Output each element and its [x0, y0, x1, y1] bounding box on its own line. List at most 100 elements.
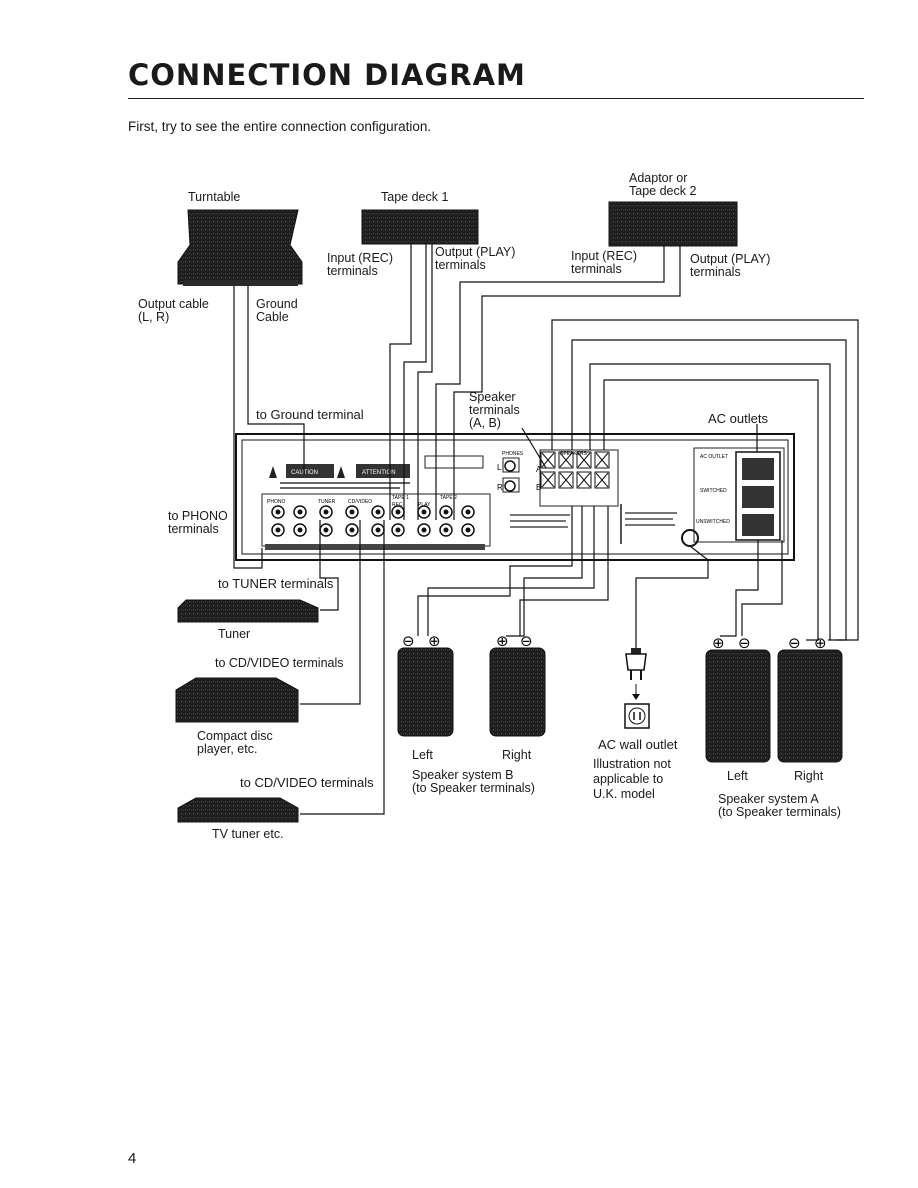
- compact-disc-label: Compact disc player, etc.: [197, 730, 273, 756]
- output-play-1-line1: Output (PLAY): [435, 245, 516, 259]
- panel-l-mark: L: [497, 463, 502, 472]
- right-b-label: Right: [502, 748, 532, 762]
- rca-jack-center: [349, 509, 355, 515]
- speaker-b-left: [397, 647, 454, 737]
- speaker-b-right-plus: ⊕: [496, 632, 509, 650]
- panel-tape2-mark: TAPE 2: [440, 495, 457, 501]
- ac-outlets-label: AC outlets: [708, 411, 768, 426]
- speaker-a-left: [705, 649, 771, 763]
- rca-jack-center: [375, 509, 381, 515]
- connection-wires: [233, 244, 859, 815]
- speaker-terminals-line2: terminals: [469, 403, 520, 417]
- speaker-system-a-label: Speaker system A (to Speaker terminals): [718, 793, 841, 819]
- rca-jack-center: [465, 509, 471, 515]
- output-play-1-line2: terminals: [435, 258, 486, 272]
- rca-jack-center: [349, 527, 355, 533]
- panel-phono-mark: PHONO: [267, 499, 285, 505]
- panel-speakers-mark: SPEAKERS: [560, 451, 588, 457]
- ac-plug: [625, 648, 647, 700]
- speaker-system-a-line1: Speaker system A: [718, 792, 819, 806]
- adaptor-label: Adaptor or Tape deck 2: [629, 172, 696, 198]
- ground-cable-label: Ground Cable: [256, 298, 298, 324]
- panel-unswitched-mark: UNSWITCHED: [696, 519, 730, 525]
- input-rec-2-label: Input (REC) terminals: [571, 250, 637, 276]
- panel-tuner-mark: TUNER: [318, 499, 336, 505]
- panel-cd-video-mark: CD/VIDEO: [348, 499, 372, 505]
- to-tuner-terminals-label: to TUNER terminals: [218, 576, 334, 591]
- rca-jack-center: [323, 509, 329, 515]
- to-phono-label: to PHONO terminals: [168, 510, 228, 536]
- speaker-terminal-mark: [559, 472, 573, 488]
- rca-jack-center: [323, 527, 329, 533]
- tape-deck-1-device: [361, 209, 479, 245]
- rca-jack-center: [421, 527, 427, 533]
- speaker-terminal-mark: [595, 452, 609, 468]
- ground-cable-line1: Ground: [256, 297, 298, 311]
- speaker-system-a-line2: (to Speaker terminals): [718, 805, 841, 819]
- speaker-system-b-line1: Speaker system B: [412, 768, 514, 782]
- speaker-terminal-mark: [577, 452, 591, 468]
- panel-rec-mark: REC: [392, 502, 403, 508]
- rca-jack-center: [395, 509, 401, 515]
- speaker-b-right-minus: ⊖: [520, 632, 533, 650]
- tape-deck-2-device: [608, 201, 738, 247]
- panel-a-mark: A: [536, 465, 542, 474]
- rca-jack-center: [375, 527, 381, 533]
- input-rec-2-line2: terminals: [571, 262, 622, 276]
- output-play-2-label: Output (PLAY) terminals: [690, 253, 770, 279]
- panel-jacks: [271, 505, 475, 537]
- speaker-a-right: [777, 649, 843, 763]
- speaker-b-left-minus: ⊖: [402, 632, 415, 650]
- speaker-terminal-mark: [541, 472, 555, 488]
- speaker-terminals-label: Speaker terminals (A, B): [469, 391, 520, 430]
- compact-disc-device: [175, 677, 299, 723]
- rca-jack-center: [275, 527, 281, 533]
- rca-jack-center: [275, 509, 281, 515]
- speaker-terminal-mark: [559, 452, 573, 468]
- speaker-b-right: [489, 647, 546, 737]
- panel-switched-mark: SWITCHED: [700, 488, 727, 494]
- to-ground-terminal-label: to Ground terminal: [256, 407, 364, 422]
- turntable-label: Turntable: [188, 190, 241, 204]
- input-rec-1-line1: Input (REC): [327, 251, 393, 265]
- panel-tape1-mark: TAPE 1: [392, 495, 409, 501]
- panel-attention-mark: ATTENTION: [362, 470, 396, 476]
- panel-ac-outlet-mark: AC OUTLET: [700, 454, 728, 460]
- rca-jack-center: [297, 509, 303, 515]
- rca-jack-center: [421, 509, 427, 515]
- rca-jack-center: [297, 527, 303, 533]
- panel-r-mark: R: [497, 483, 503, 492]
- phones-jack: [504, 480, 516, 492]
- speaker-terminals-line1: Speaker: [469, 390, 516, 404]
- tv-tuner-label: TV tuner etc.: [212, 827, 284, 841]
- output-cable-line1: Output cable: [138, 297, 209, 311]
- panel-speaker-terminals: [504, 451, 610, 492]
- input-rec-1-line2: terminals: [327, 264, 378, 278]
- rca-jack-center: [465, 527, 471, 533]
- speaker-system-b-line2: (to Speaker terminals): [412, 781, 535, 795]
- page-title: CONNECTION DIAGRAM: [128, 58, 526, 92]
- to-cd-video-2-label: to CD/VIDEO terminals: [240, 775, 374, 790]
- speaker-a-right-minus: ⊖: [788, 634, 801, 652]
- compact-disc-line1: Compact disc: [197, 729, 273, 743]
- speaker-terminals-line3: (A, B): [469, 416, 501, 430]
- panel-b-mark: B: [536, 483, 541, 492]
- illustration-line1: Illustration not: [593, 757, 671, 771]
- to-phono-line1: to PHONO: [168, 509, 228, 523]
- ac-wall-outlet-icon: [624, 703, 650, 729]
- illustration-line2: applicable to: [593, 772, 664, 786]
- tuner-label: Tuner: [218, 627, 251, 641]
- panel-phones-mark: PHONES: [502, 451, 524, 457]
- tuner-device: [177, 599, 319, 623]
- output-cable-label: Output cable (L, R): [138, 298, 209, 324]
- adaptor-label-line2: Tape deck 2: [629, 184, 697, 198]
- ac-wall-outlet-label: AC wall outlet: [598, 737, 678, 752]
- compact-disc-line2: player, etc.: [197, 742, 258, 756]
- input-rec-2-line1: Input (REC): [571, 249, 637, 263]
- tape-deck-1-label: Tape deck 1: [381, 190, 449, 204]
- rca-jack-center: [443, 509, 449, 515]
- illustration-note: Illustration not applicable to U.K. mode…: [593, 757, 671, 802]
- input-rec-1-label: Input (REC) terminals: [327, 252, 393, 278]
- speaker-terminal-mark: [595, 472, 609, 488]
